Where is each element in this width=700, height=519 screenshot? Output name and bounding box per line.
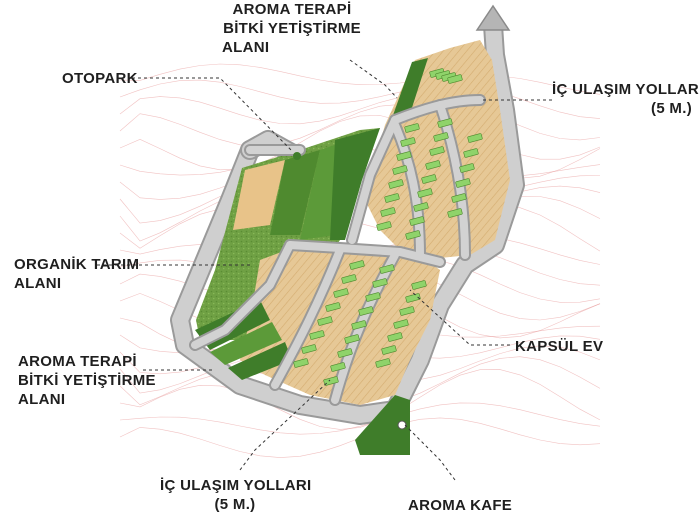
capsule-houses — [293, 68, 483, 386]
capsule-house — [421, 174, 437, 184]
capsule-house — [317, 316, 333, 326]
capsule-house — [375, 358, 391, 368]
capsule-house — [301, 344, 317, 354]
capsule-house — [405, 230, 421, 240]
capsule-house — [323, 376, 339, 386]
capsule-house — [325, 302, 341, 312]
contour-line — [119, 369, 601, 430]
leader-lines — [97, 59, 552, 481]
capsule-house — [376, 221, 392, 231]
label-aroma-terapi-top: AROMA TERAPİ BİTKİ YETİŞTİRME ALANI — [222, 1, 361, 56]
label-aroma-terapi-bottom: AROMA TERAPİ BİTKİ YETİŞTİRME ALANI — [18, 353, 156, 408]
contour-line — [119, 63, 601, 95]
capsule-house — [309, 330, 325, 340]
capsule-house — [447, 74, 463, 84]
capsule-house — [372, 278, 388, 288]
contour-line — [119, 402, 601, 435]
capsule-house — [400, 137, 416, 147]
aroma-kafe-patch — [355, 395, 410, 455]
capsule-house — [433, 132, 449, 142]
parking-marker — [293, 152, 301, 160]
capsule-house — [447, 208, 463, 218]
capsule-house — [330, 362, 346, 372]
capsule-house — [388, 179, 404, 189]
contour-line — [119, 94, 601, 141]
capsule-house — [455, 178, 471, 188]
capsule-house — [463, 148, 479, 158]
capsule-house — [381, 345, 397, 355]
capsule-house — [417, 188, 433, 198]
capsule-house — [459, 163, 475, 173]
capsule-house — [429, 146, 445, 156]
capsule-house — [333, 288, 349, 298]
capsule-house — [349, 260, 365, 270]
capsule-house — [351, 320, 367, 330]
capsule-house — [425, 160, 441, 170]
label-ic-ulasim-yollari-bottom: İÇ ULAŞIM YOLLARI (5 M.) — [160, 477, 312, 513]
label-organik-tarim: ORGANİK TARIM ALANI — [14, 256, 140, 292]
capsule-house — [392, 165, 408, 175]
capsule-house — [405, 293, 421, 303]
capsule-house — [358, 306, 374, 316]
capsule-house — [379, 264, 395, 274]
capsule-house — [380, 207, 396, 217]
capsule-house — [337, 348, 353, 358]
capsule-house — [396, 151, 412, 161]
capsule-house — [344, 334, 360, 344]
capsule-house — [437, 118, 453, 128]
capsule-house — [393, 319, 409, 329]
label-ic-ulasim-yollari-top: İÇ ULAŞIM YOLLARI (5 M.) — [552, 81, 700, 117]
capsule-house — [409, 216, 425, 226]
capsule-house — [387, 332, 403, 342]
label-otopark: OTOPARK — [62, 70, 138, 87]
capsule-house — [467, 133, 483, 143]
label-kapsul-ev: KAPSÜL EV — [515, 338, 604, 355]
label-aroma-kafe: AROMA KAFE — [408, 497, 513, 514]
capsule-house — [413, 202, 429, 212]
capsule-house — [341, 274, 357, 284]
capsule-house — [293, 358, 309, 368]
capsule-house — [384, 193, 400, 203]
capsule-house — [365, 292, 381, 302]
capsule-house — [411, 280, 427, 290]
capsule-house — [399, 306, 415, 316]
aroma-strip-top — [392, 58, 428, 120]
capsule-house — [451, 193, 467, 203]
contour-line — [119, 79, 601, 119]
capsule-house — [404, 123, 420, 133]
